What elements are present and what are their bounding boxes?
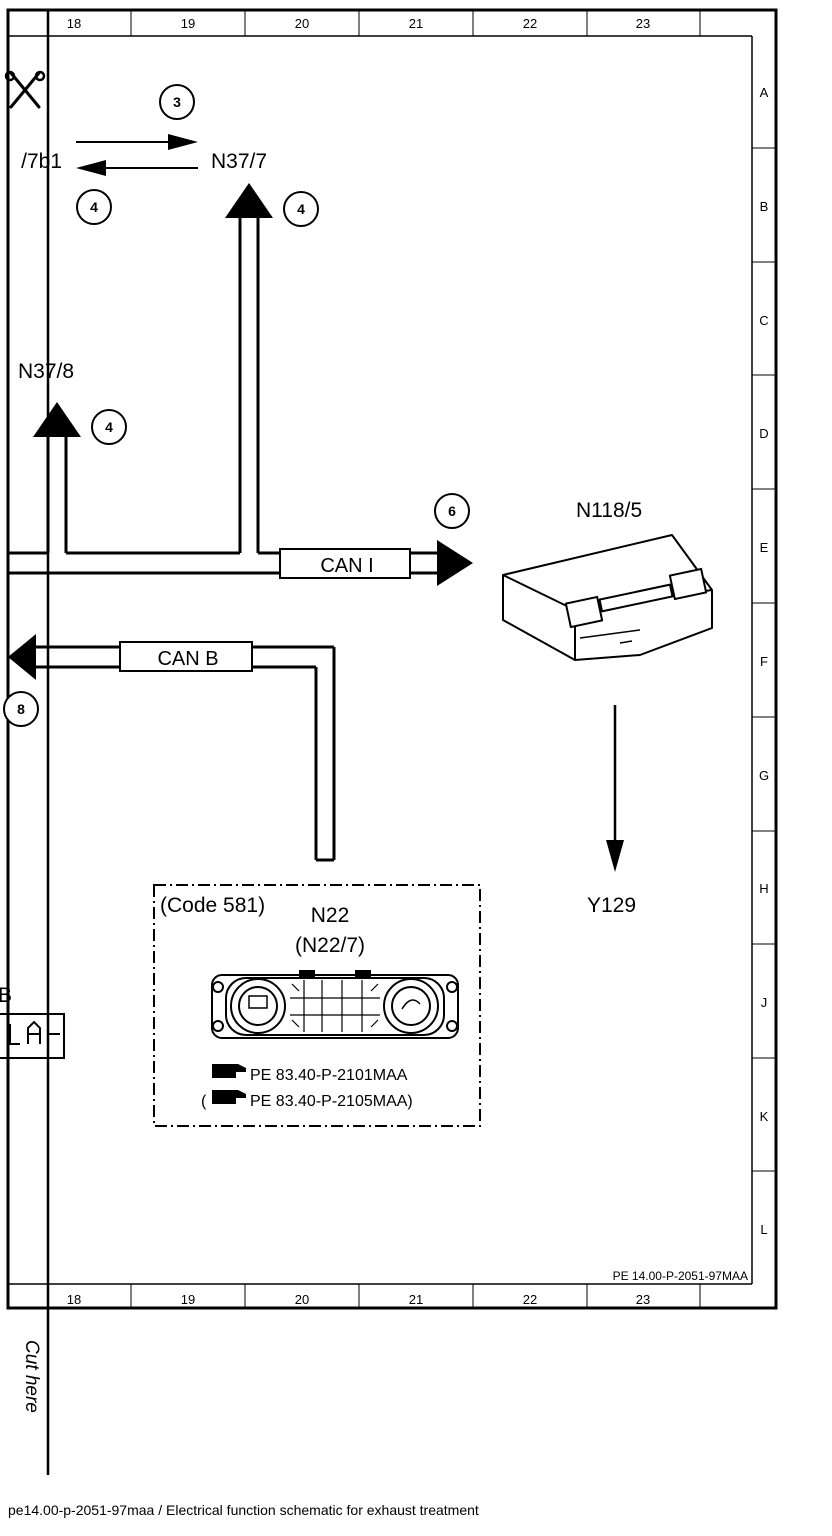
callout-6-number: 6 [448, 503, 456, 519]
pointing-hand-icon [212, 1090, 246, 1104]
row-letters: A B C D E F G H J K L [759, 85, 769, 1237]
sheet-frame [6, 8, 778, 1310]
pointing-hand-icon [212, 1064, 246, 1078]
top-column-numbers: 18 19 20 21 22 23 [67, 16, 650, 31]
callout-4-n37-8: 4 [91, 409, 127, 445]
label-n118-5: N118/5 [576, 499, 642, 522]
reference-alt-open-paren: ( [201, 1093, 207, 1110]
label-y129: Y129 [587, 894, 636, 917]
callout-3-number: 3 [173, 94, 181, 110]
arrow-to-y129 [606, 705, 624, 872]
label-n37-8: N37/8 [18, 360, 74, 383]
col-23: 23 [636, 16, 650, 31]
label-partial-7b1: /7b1 [21, 150, 62, 173]
top-column-dividers [130, 10, 701, 36]
can-b-text: CAN B [157, 648, 218, 670]
bottom-column-numbers: 18 19 20 21 22 23 [67, 1292, 650, 1307]
label-n22: N22 [311, 904, 350, 927]
col-19: 19 [181, 1292, 195, 1307]
callout-8: 8 [3, 691, 39, 727]
cut-here-label: Cut here [21, 1340, 42, 1413]
arrow-to-n37-7 [225, 183, 273, 218]
bottom-column-dividers [130, 1284, 701, 1308]
callout-8-number: 8 [17, 701, 25, 717]
row-dividers [752, 147, 776, 1172]
col-18: 18 [67, 1292, 81, 1307]
reference-primary: PE 83.40-P-2101MAA [250, 1067, 408, 1084]
callout-6: 6 [434, 493, 470, 529]
arrow-to-n37-8 [33, 402, 81, 437]
row-H: H [759, 881, 768, 896]
callout-4-signal: 4 [76, 189, 112, 225]
callout-4-number: 4 [297, 201, 305, 217]
col-19: 19 [181, 16, 195, 31]
row-G: G [759, 768, 769, 783]
wiring-harness [8, 213, 440, 862]
row-B: B [760, 199, 769, 214]
col-22: 22 [523, 16, 537, 31]
can-i-text: CAN I [320, 555, 373, 577]
row-F: F [760, 654, 768, 669]
arrow-can-b-left [8, 634, 36, 680]
partial-connector-box [0, 1013, 65, 1059]
control-module-icon [502, 534, 713, 661]
scissors-icon [4, 70, 46, 109]
label-n37-7: N37/7 [211, 150, 267, 173]
can-i-bus-label: CAN I [279, 548, 411, 579]
callout-4-number: 4 [90, 199, 98, 215]
row-J: J [761, 995, 768, 1010]
col-20: 20 [295, 16, 309, 31]
row-C: C [759, 313, 768, 328]
code-581-box [153, 884, 481, 1127]
document-caption: pe14.00-p-2051-97maa / Electrical functi… [8, 1502, 479, 1518]
reference-alternate: PE 83.40-P-2105MAA) [250, 1093, 413, 1110]
callout-4-n37-7: 4 [283, 191, 319, 227]
signal-arrow-right [76, 134, 198, 150]
col-22: 22 [523, 1292, 537, 1307]
col-23: 23 [636, 1292, 650, 1307]
col-21: 21 [409, 16, 423, 31]
row-A: A [760, 85, 769, 100]
callout-4-number: 4 [105, 419, 113, 435]
climate-control-panel-icon [211, 970, 459, 1039]
col-18: 18 [67, 16, 81, 31]
label-partial-b: B [0, 984, 12, 1007]
row-K: K [760, 1109, 769, 1124]
can-b-bus-label: CAN B [119, 641, 253, 672]
row-E: E [760, 540, 769, 555]
label-n22-7: (N22/7) [295, 934, 365, 957]
label-code-581: (Code 581) [160, 894, 265, 917]
arrow-to-n118-5 [437, 540, 473, 586]
row-D: D [759, 426, 768, 441]
col-21: 21 [409, 1292, 423, 1307]
col-20: 20 [295, 1292, 309, 1307]
row-L: L [760, 1222, 767, 1237]
callout-3: 3 [159, 84, 195, 120]
signal-arrow-left [76, 160, 198, 176]
document-id: PE 14.00-P-2051-97MAA [613, 1269, 748, 1283]
